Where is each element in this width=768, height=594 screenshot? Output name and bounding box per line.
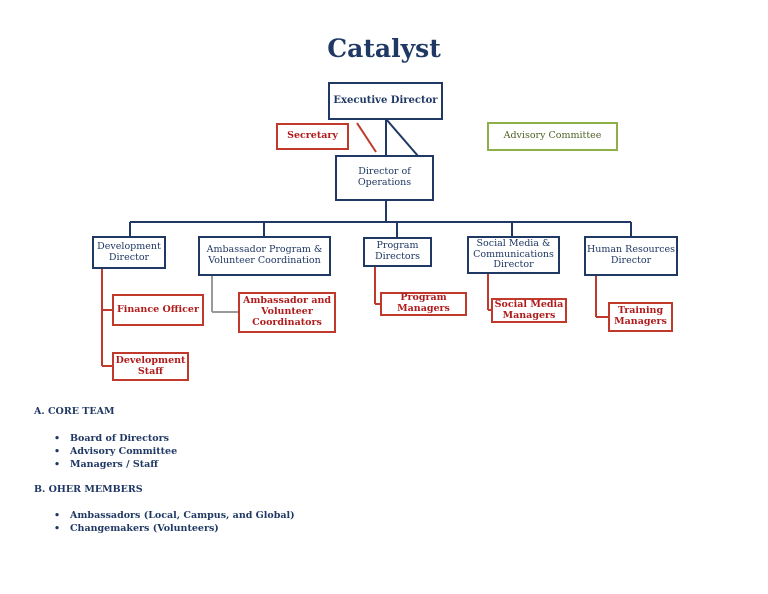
report-ambassador-volunteer-coordinators: Ambassador and Volunteer Coordinators — [238, 292, 336, 333]
department-social-media-director: Social Media & Communications Director — [467, 236, 560, 274]
director-of-operations-box: Director of Operations — [335, 155, 434, 201]
executive-director-label: Executive Director — [333, 95, 438, 107]
report-label: Program Managers — [397, 292, 450, 314]
core-team-list: Board of Directors Advisory Committee Ma… — [54, 432, 177, 471]
department-development-director: Development Director — [92, 236, 166, 269]
section-heading-core-team: A. CORE TEAM — [34, 406, 115, 417]
secretary-box: Secretary — [276, 123, 349, 150]
list-item: Changemakers (Volunteers) — [54, 522, 295, 535]
department-label: Human Resources Director — [586, 244, 676, 266]
report-program-managers: Program Managers — [380, 292, 467, 316]
department-program-directors: Program Directors — [363, 237, 432, 267]
department-human-resources-director: Human Resources Director — [584, 236, 678, 276]
page-title: Catalyst — [327, 34, 441, 63]
advisory-committee-label: Advisory Committee — [503, 130, 602, 142]
department-label: Development Director — [97, 240, 161, 263]
report-label: Development Staff — [115, 354, 186, 377]
report-label: Training Managers — [614, 305, 667, 327]
other-members-list: Ambassadors (Local, Campus, and Global) … — [54, 509, 295, 535]
list-item: Board of Directors — [54, 432, 177, 445]
report-development-staff: Development Staff — [112, 352, 189, 381]
director-of-operations-label: Director of Operations — [357, 166, 412, 188]
section-heading-other-members: B. OHER MEMBERS — [34, 484, 143, 495]
report-label: Finance Officer — [117, 303, 199, 315]
department-label: Ambassador Program & Volunteer Coordinat… — [206, 244, 323, 266]
list-item: Ambassadors (Local, Campus, and Global) — [54, 509, 295, 522]
report-social-media-managers: Social Media Managers — [491, 298, 567, 323]
report-finance-officer: Finance Officer — [112, 294, 204, 326]
report-label: Ambassador and Volunteer Coordinators — [242, 295, 332, 328]
department-ambassador-program: Ambassador Program & Volunteer Coordinat… — [198, 236, 331, 276]
secretary-label: Secretary — [287, 130, 338, 142]
executive-director-box: Executive Director — [328, 82, 443, 120]
advisory-committee-box: Advisory Committee — [487, 122, 618, 151]
list-item: Managers / Staff — [54, 458, 177, 471]
report-training-managers: Training Managers — [608, 302, 673, 332]
department-label: Program Directors — [374, 240, 421, 262]
department-label: Social Media & Communications Director — [473, 237, 554, 271]
report-label: Social Media Managers — [494, 298, 564, 321]
list-item: Advisory Committee — [54, 445, 177, 458]
